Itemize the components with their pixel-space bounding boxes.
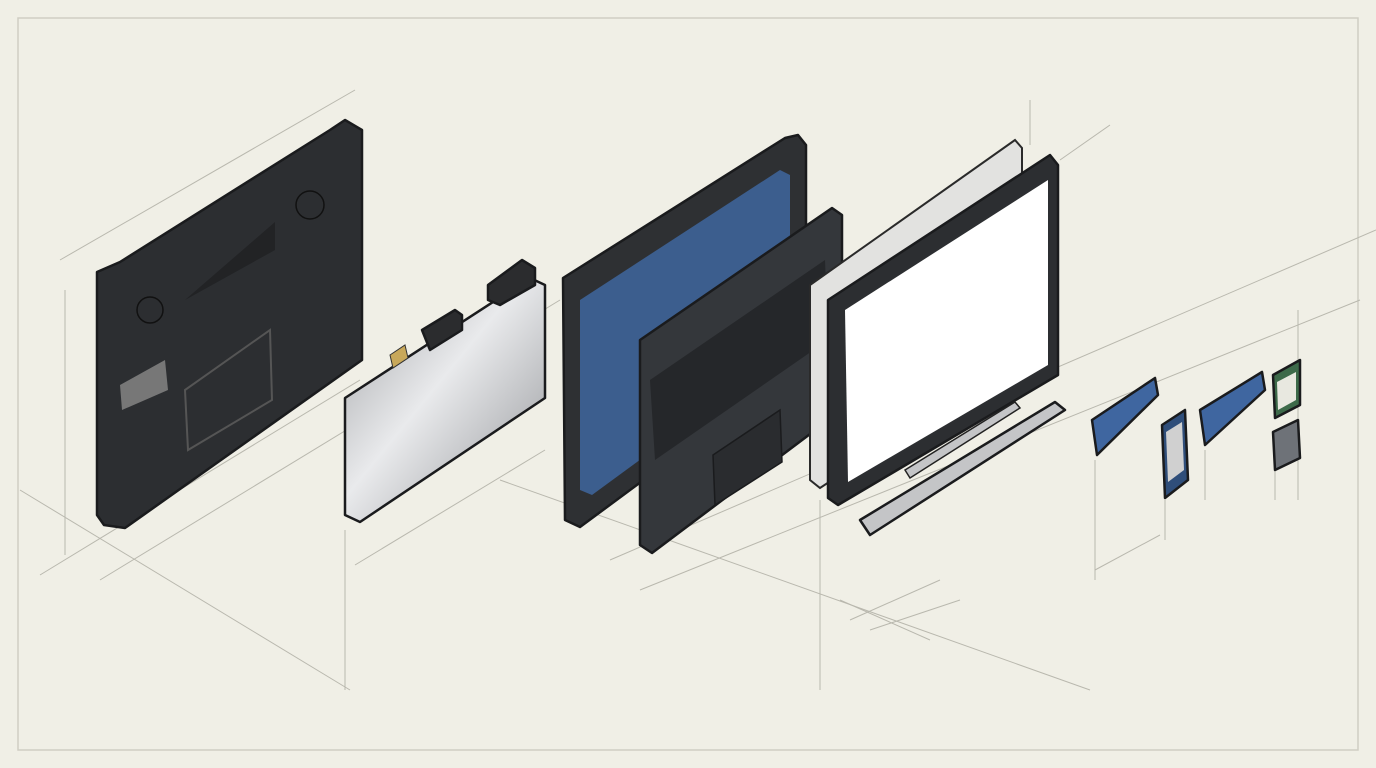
m2-ssd: [1160, 408, 1190, 500]
frame-border: [17, 17, 1359, 751]
touchpad: [712, 408, 783, 507]
ram-module-1: [1090, 376, 1160, 457]
keyboard-area: [650, 260, 828, 460]
small-module: [1271, 418, 1302, 472]
wifi-card: [1271, 358, 1302, 420]
display-bezel: [826, 153, 1060, 507]
keyboard-deck: [638, 206, 844, 555]
screen: [845, 180, 1048, 482]
battery: [343, 258, 547, 524]
hinge-assembly: [858, 400, 1067, 537]
bottom-case: [95, 118, 364, 530]
ram-module-2: [1198, 370, 1267, 447]
